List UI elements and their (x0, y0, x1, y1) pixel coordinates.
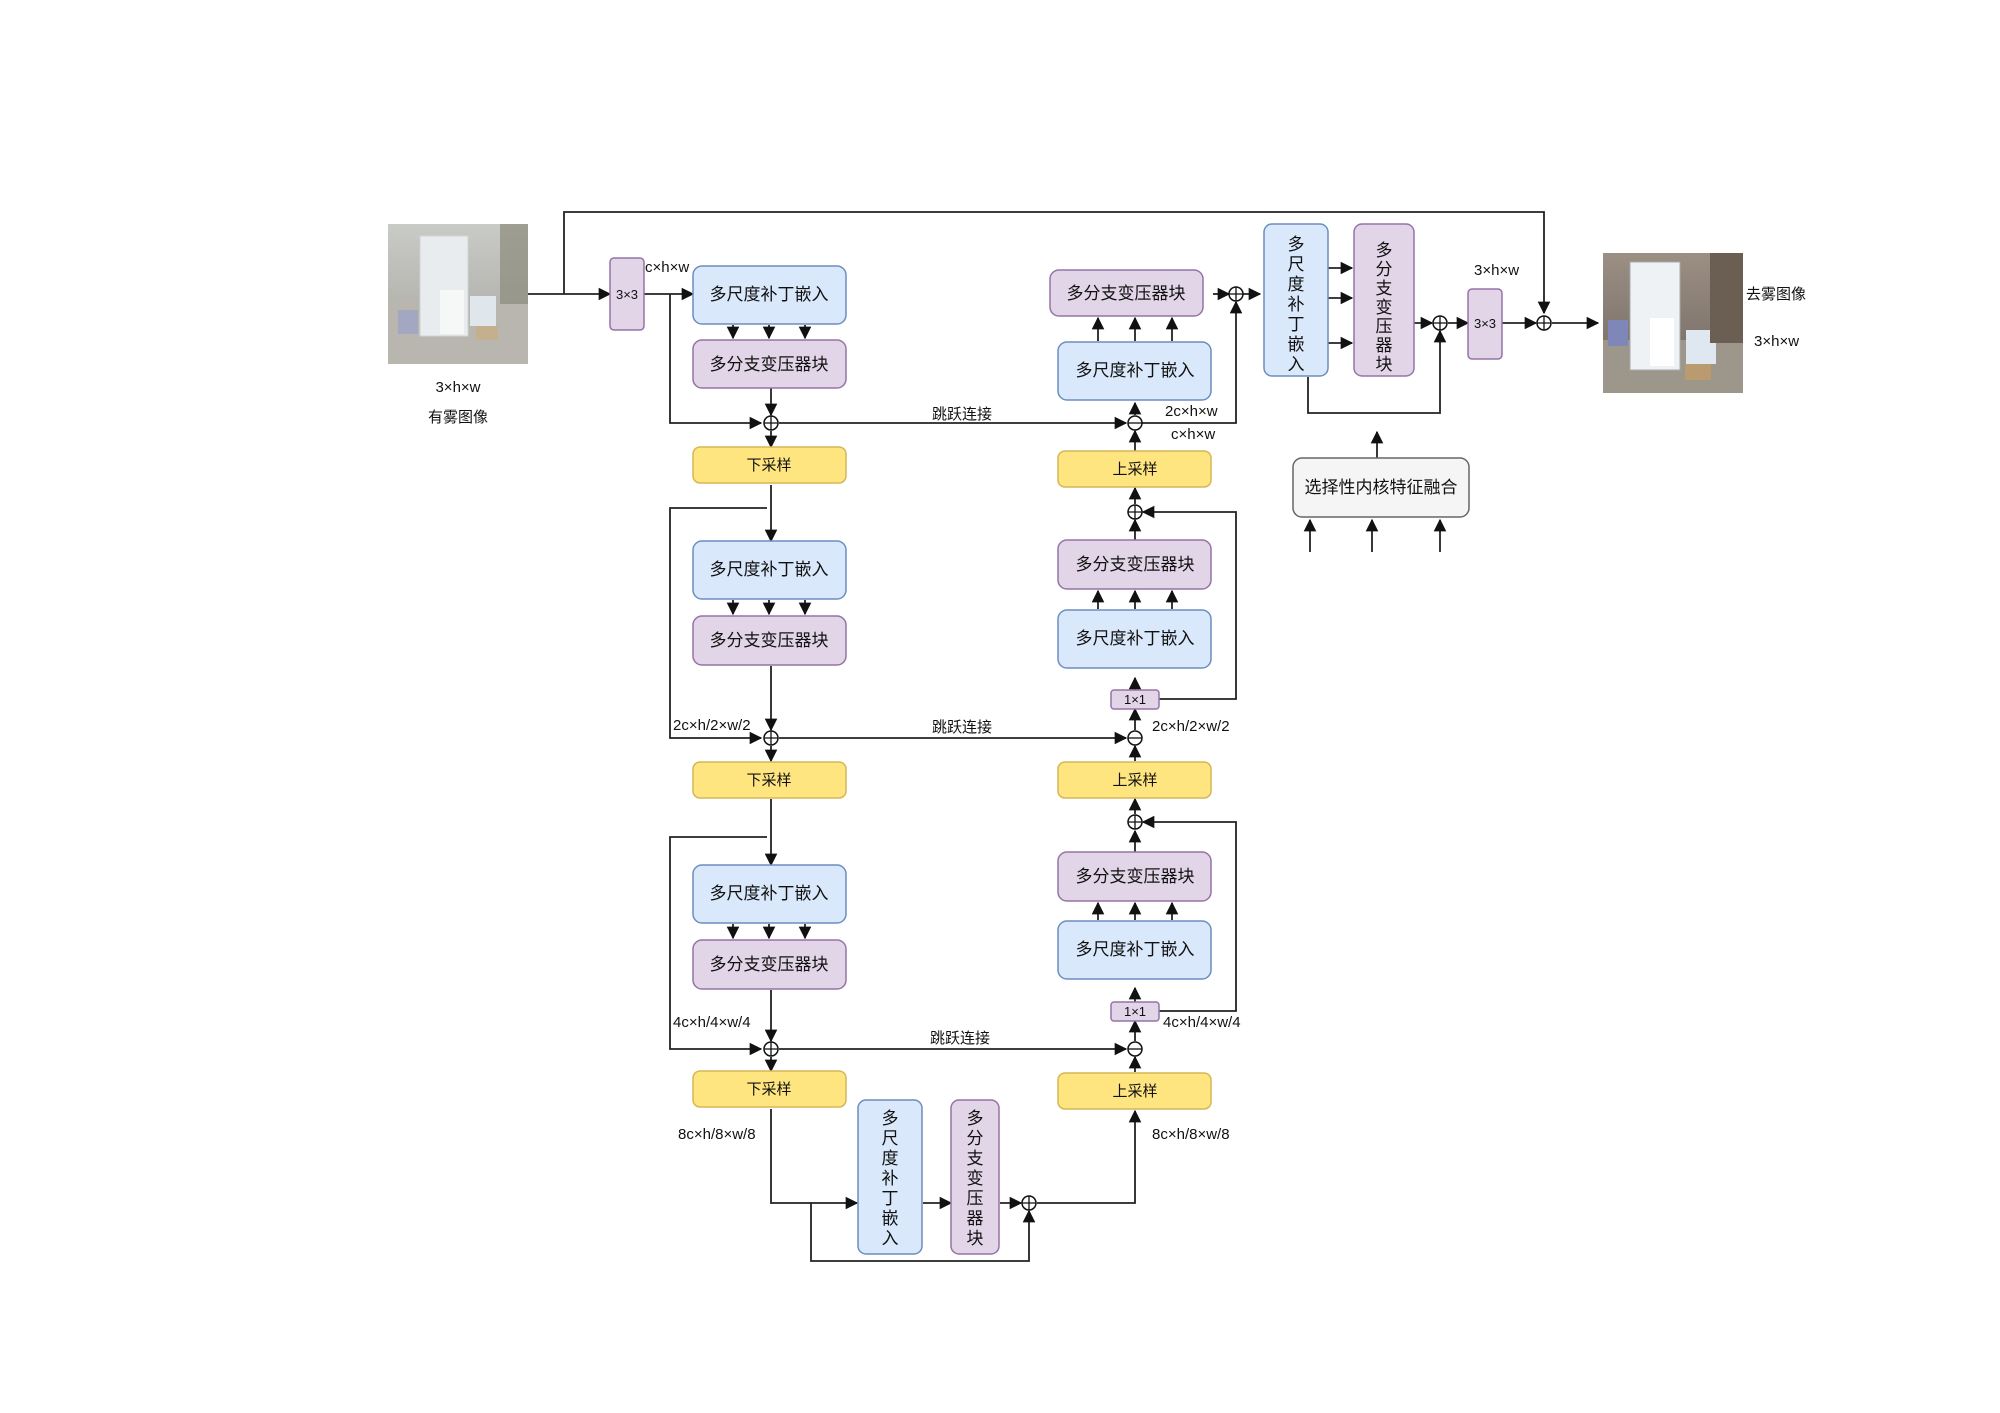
mbt-block-enc3 (692, 939, 847, 990)
add-node (1127, 504, 1143, 520)
add-node (1432, 315, 1448, 331)
mspe-block-bottleneck (857, 1099, 923, 1255)
subtract-node (1127, 730, 1143, 746)
upsample-2 (1057, 761, 1212, 799)
skip-connection-label-3: 跳跃连接 (930, 1030, 990, 1047)
hazy-input-image (388, 224, 528, 364)
dim-label-out: 3×h×w (1474, 262, 1519, 279)
mbt-block-dec1 (1049, 269, 1204, 317)
mspe-block-dec1 (1057, 341, 1212, 401)
mspe-block-bottleneck-label: 多尺度补丁嵌入 (882, 1109, 899, 1248)
mbt-block-final (1353, 223, 1415, 377)
upsample-2-label: 上采样 (1112, 772, 1157, 789)
downsample-1 (692, 446, 847, 484)
mbt-block-enc2 (692, 615, 847, 666)
dehazed-output-image (1603, 253, 1743, 393)
add-node (1021, 1195, 1037, 1211)
mbt-block-dec3 (1057, 851, 1212, 902)
conv1x1-l3 (1110, 1001, 1160, 1022)
mbt-block-enc2-label: 多分支变压器块 (710, 631, 829, 650)
downsample-1-label: 下采样 (746, 457, 791, 474)
mbt-block-dec1-label: 多分支变压器块 (1067, 284, 1186, 303)
mspe-block-final (1263, 223, 1329, 377)
dim-label-l4-enc: 8c×h/8×w/8 (678, 1126, 756, 1143)
conv3x3-in (609, 257, 645, 331)
dim-label-l2-dec: 2c×h/2×w/2 (1152, 718, 1230, 735)
mspe-block-enc2 (692, 540, 847, 600)
add-node (763, 415, 779, 431)
mspe-block-dec2 (1057, 609, 1212, 669)
dim-label-c-dec: c×h×w (1171, 426, 1215, 443)
dim-label-l4-dec: 8c×h/8×w/8 (1152, 1126, 1230, 1143)
mspe-block-enc1 (692, 265, 847, 325)
add-node (763, 1041, 779, 1057)
skip-connection-label-1: 跳跃连接 (932, 406, 992, 423)
conv3x3-out-label: 3×3 (1474, 316, 1496, 331)
downsample-2 (692, 761, 847, 799)
connectors (528, 211, 1600, 1262)
subtract-node (1127, 415, 1143, 431)
upsample-3 (1057, 1072, 1212, 1110)
upsample-1-label: 上采样 (1112, 461, 1157, 478)
sk-fusion-block (1292, 457, 1470, 518)
conv3x3-out (1467, 288, 1503, 360)
mbt-block-final-label: 多分支变压器块 (1376, 241, 1393, 374)
mbt-block-enc1-label: 多分支变压器块 (710, 355, 829, 374)
dim-label-c-enc: c×h×w (645, 259, 689, 276)
sk-fusion-label: 选择性内核特征融合 (1305, 478, 1458, 497)
mspe-block-dec1-label: 多尺度补丁嵌入 (1076, 361, 1195, 380)
output-caption: 去雾图像 (1746, 286, 1806, 303)
dim-label-2c-dec: 2c×h×w (1165, 403, 1218, 420)
mspe-block-enc2-label: 多尺度补丁嵌入 (710, 560, 829, 579)
input-caption: 有雾图像 (428, 409, 488, 426)
dim-label-l2-enc: 2c×h/2×w/2 (673, 717, 751, 734)
mbt-block-dec3-label: 多分支变压器块 (1076, 867, 1195, 886)
add-node (1127, 814, 1143, 830)
subtract-node (1127, 1041, 1143, 1057)
downsample-3-label: 下采样 (746, 1081, 791, 1098)
mspe-block-enc1-label: 多尺度补丁嵌入 (710, 285, 829, 304)
add-node (763, 730, 779, 746)
add-node (1536, 315, 1552, 331)
upsample-3-label: 上采样 (1112, 1083, 1157, 1100)
dim-label-l3-enc: 4c×h/4×w/4 (673, 1014, 751, 1031)
mspe-block-dec2-label: 多尺度补丁嵌入 (1076, 629, 1195, 648)
mspe-block-dec3 (1057, 920, 1212, 980)
mbt-block-bottleneck-label: 多分支变压器块 (967, 1109, 984, 1248)
mbt-block-enc3-label: 多分支变压器块 (710, 955, 829, 974)
skip-connection-label-2: 跳跃连接 (932, 719, 992, 736)
downsample-3 (692, 1070, 847, 1108)
conv1x1-l3-label: 1×1 (1124, 1004, 1146, 1019)
conv1x1-l2 (1110, 689, 1160, 710)
mbt-block-enc1 (692, 339, 847, 389)
conv3x3-in-label: 3×3 (616, 287, 638, 302)
input-size-label: 3×h×w (435, 379, 480, 396)
mspe-block-dec3-label: 多尺度补丁嵌入 (1076, 940, 1195, 959)
mspe-block-enc3-label: 多尺度补丁嵌入 (710, 884, 829, 903)
mspe-block-final-label: 多尺度补丁嵌入 (1288, 235, 1305, 374)
output-size-label: 3×h×w (1754, 333, 1799, 350)
inter-block-arrows (726, 261, 1354, 940)
conv1x1-l2-label: 1×1 (1124, 692, 1146, 707)
mbt-block-bottleneck (950, 1099, 1000, 1255)
mbt-block-dec2 (1057, 539, 1212, 590)
mbt-block-dec2-label: 多分支变压器块 (1076, 555, 1195, 574)
add-node (1228, 286, 1244, 302)
downsample-2-label: 下采样 (746, 772, 791, 789)
dim-label-l3-dec: 4c×h/4×w/4 (1163, 1014, 1241, 1031)
upsample-1 (1057, 450, 1212, 488)
mspe-block-enc3 (692, 864, 847, 924)
